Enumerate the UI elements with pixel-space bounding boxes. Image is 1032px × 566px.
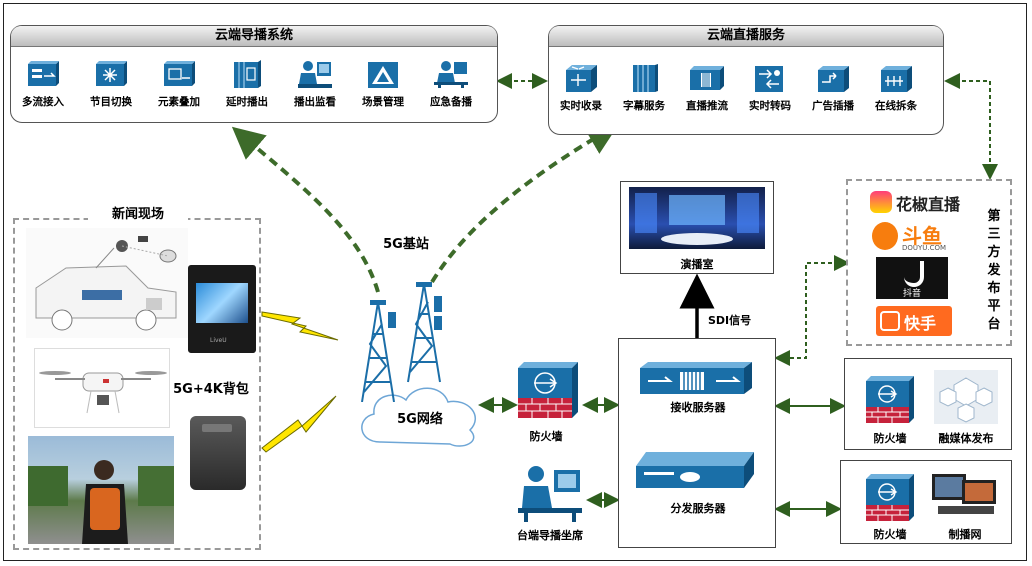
media-publish-label: 融媒体发布 [938,432,994,445]
firewall-icon [518,362,578,418]
distribute-server-icon [636,452,754,488]
studio-image [629,187,765,249]
distribute-server-label: 分发服务器 [670,502,726,515]
tower-icon [361,282,442,402]
live-service-title: 云端直播服务 [549,26,943,47]
backpack-device-image [190,416,246,490]
live-item: 直播推流 [678,64,736,113]
receive-server-icon [640,362,752,394]
third-party-title-char: 方 [987,245,1001,260]
firewall-media-label: 防火墙 [873,432,907,445]
transcode-switch-icon [753,64,787,92]
director-item-label: 场景管理 [362,96,404,108]
ad-insert-icon [816,64,850,92]
director-item-label: 元素叠加 [158,96,200,108]
scene-triangle-icon [366,60,400,88]
third-party-title-char: 发 [987,263,1001,278]
router-cube-icon [564,64,598,92]
backpack-label: 5G+4K背包 [173,382,249,397]
encoder-device-image: LiveU [188,265,256,353]
director-item-label: 播出监看 [294,96,336,108]
live-item-label: 实时收录 [560,100,602,112]
douyu-name: 斗鱼 [902,224,942,248]
backpack-reporter-image [28,436,174,544]
operator-monitor-icon [298,60,332,88]
director-item: 元素叠加 [150,60,208,109]
stream-push-icon [690,64,724,92]
live-item: 实时转码 [741,64,799,113]
director-item: 场景管理 [354,60,412,109]
director-item-label: 应急备播 [430,96,472,108]
third-party-title-char: 台 [987,317,1001,332]
studio-label: 演播室 [680,258,714,271]
douyu-sub: DOUYU.COM [902,244,947,252]
clip-split-icon [879,64,913,92]
director-seat-label: 台端导播坐席 [517,529,583,542]
ob-van-image [26,228,188,338]
director-item: 延时播出 [218,60,276,109]
live-item: 在线拆条 [867,64,925,113]
director-item-label: 多流接入 [22,96,64,108]
kuaishou-name: 快手 [904,314,937,333]
douyin-name: 抖音 [902,289,921,299]
live-item-label: 在线拆条 [875,100,917,112]
news-scene-title: 新闻现场 [88,203,188,222]
rack-columns-icon [627,64,661,92]
live-item-label: 实时转码 [749,100,791,112]
cloud-shape [361,387,476,447]
live-item-label: 字幕服务 [623,100,665,112]
firewall-icon [866,474,914,521]
director-seat-icon [518,466,582,522]
firewall-main-label: 防火墙 [529,430,563,443]
director-item: 应急备播 [422,60,480,109]
base-station-label: 5G基站 [383,237,429,252]
uplink-arrow-live [430,123,619,284]
link-live-thirdparty [944,73,998,180]
live-item: 实时收录 [552,64,610,113]
firewall-icon [866,376,914,423]
director-system-title: 云端导播系统 [11,26,497,47]
lightning-bolt-bottom [261,395,337,453]
server-rack-icon [26,60,60,88]
director-item: 播出监看 [286,60,344,109]
third-party-title-char: 三 [987,227,1001,242]
media-hexagon-icon [934,370,998,424]
firewall-broadcast-label: 防火墙 [873,528,907,541]
director-item: 节目切换 [82,60,140,109]
cloud-label: 5G网络 [397,412,443,427]
live-service-panel: 云端直播服务 [548,25,944,135]
diagram-frame [3,3,1027,561]
drone-image [34,348,170,428]
huajiao-logo: 花椒直播 [870,189,968,215]
uplink-arrow-director [231,126,380,293]
live-item: 广告插播 [804,64,862,113]
director-item-label: 节目切换 [90,96,132,108]
director-item-label: 延时播出 [226,96,268,108]
third-party-title-char: 布 [987,281,1001,296]
receive-server-label: 接收服务器 [670,401,726,414]
sdi-label: SDI信号 [708,314,752,327]
huajiao-name: 花椒直播 [896,195,961,214]
third-party-title-char: 第 [987,209,1001,224]
lightning-bolt-top [261,311,339,341]
douyin-logo: 抖音 [876,257,948,299]
live-item: 字幕服务 [615,64,673,113]
third-party-title-char: 平 [987,299,1001,314]
link-thirdparty-server [774,255,850,366]
douyu-logo: 斗鱼 DOUYU.COM [872,220,968,254]
switch-hub-icon [94,60,128,88]
third-party-title: 第三方发布平台 [986,208,1002,334]
backup-workstation-icon [434,60,468,88]
kuaishou-logo: 快手 [876,306,952,336]
delay-rack-icon [230,60,264,88]
director-item: 多流接入 [14,60,72,109]
overlay-module-icon [162,60,196,88]
editing-workstation-icon [932,474,996,514]
broadcast-net-label: 制播网 [948,528,982,541]
live-item-label: 直播推流 [686,100,728,112]
live-item-label: 广告插播 [812,100,854,112]
